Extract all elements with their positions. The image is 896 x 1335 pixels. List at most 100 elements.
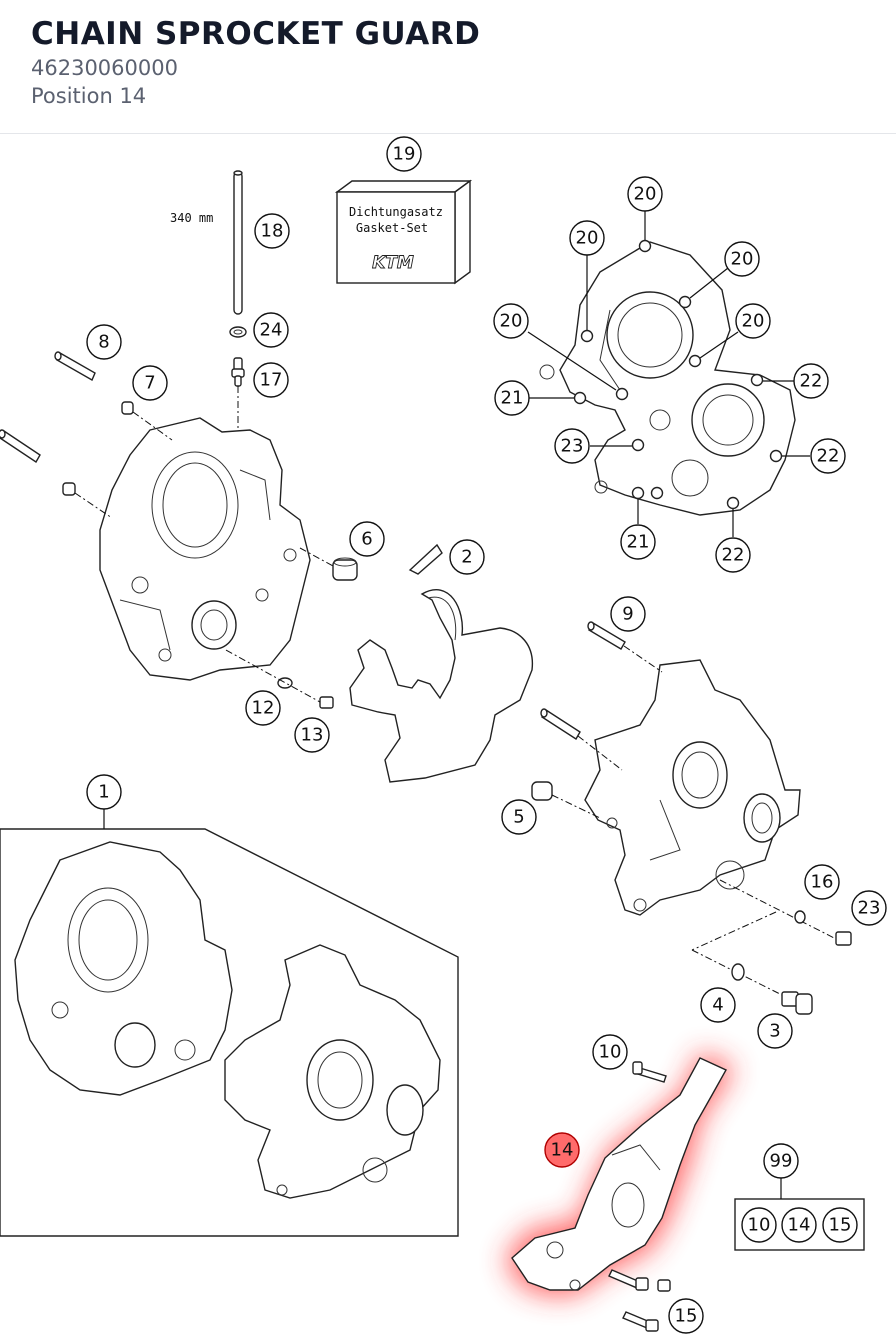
svg-text:16: 16 bbox=[811, 872, 834, 893]
svg-text:10: 10 bbox=[748, 1215, 771, 1236]
callout-15[interactable]: 15 bbox=[668, 1298, 704, 1334]
svg-text:3: 3 bbox=[769, 1021, 780, 1042]
callout-4[interactable]: 4 bbox=[700, 987, 736, 1023]
callout-21-bottom[interactable]: 21 bbox=[620, 524, 656, 560]
crankcase-gasket-2[interactable] bbox=[349, 543, 534, 783]
callout-22-top[interactable]: 22 bbox=[793, 363, 829, 399]
rod-length-label: 340 mm bbox=[170, 211, 213, 225]
svg-text:17: 17 bbox=[260, 370, 283, 391]
callout-19[interactable]: 19 bbox=[386, 136, 422, 172]
svg-text:20: 20 bbox=[500, 311, 523, 332]
svg-text:14: 14 bbox=[551, 1140, 574, 1161]
svg-text:5: 5 bbox=[513, 807, 524, 828]
leader-lines bbox=[103, 211, 810, 1199]
callout-10[interactable]: 10 bbox=[592, 1034, 628, 1070]
bolt-15-upper[interactable] bbox=[608, 1269, 671, 1292]
callout-23-upper[interactable]: 23 bbox=[554, 428, 590, 464]
svg-text:22: 22 bbox=[722, 545, 745, 566]
dowel-pin-9[interactable] bbox=[587, 621, 626, 650]
dowel-sleeve-7[interactable] bbox=[121, 401, 134, 415]
gasket-set-box[interactable]: Dichtungasatz Gasket-Set KTM bbox=[334, 179, 473, 285]
bolt-15-lower[interactable] bbox=[622, 1311, 659, 1332]
callout-7[interactable]: 7 bbox=[132, 365, 168, 401]
washer-4[interactable] bbox=[731, 963, 745, 981]
clamp-part[interactable] bbox=[229, 326, 247, 338]
callout-2[interactable]: 2 bbox=[449, 539, 485, 575]
left-crankcase-half[interactable] bbox=[99, 417, 311, 681]
svg-text:7: 7 bbox=[144, 373, 155, 394]
bolt-13[interactable] bbox=[319, 696, 334, 709]
gasket-box-text-1: Dichtungasatz bbox=[349, 205, 443, 219]
svg-text:15: 15 bbox=[675, 1306, 698, 1327]
callout-23-lower[interactable]: 23 bbox=[851, 890, 887, 926]
callout-13[interactable]: 13 bbox=[294, 717, 330, 753]
callout-20-outer-right[interactable]: 20 bbox=[735, 303, 771, 339]
svg-text:4: 4 bbox=[712, 995, 723, 1016]
svg-text:15: 15 bbox=[829, 1215, 852, 1236]
svg-text:1: 1 bbox=[98, 782, 109, 803]
svg-text:10: 10 bbox=[599, 1042, 622, 1063]
callout-24[interactable]: 24 bbox=[253, 312, 289, 348]
callout-8[interactable]: 8 bbox=[86, 324, 122, 360]
svg-text:9: 9 bbox=[622, 604, 633, 625]
callout-1[interactable]: 1 bbox=[86, 774, 122, 810]
chain-sprocket-guard-14[interactable] bbox=[505, 1052, 735, 1295]
callout-21-left[interactable]: 21 bbox=[494, 380, 530, 416]
screw-plug-23[interactable] bbox=[835, 931, 852, 946]
callout-99[interactable]: 99 bbox=[763, 1143, 799, 1179]
page-title: CHAIN SPROCKET GUARD bbox=[31, 16, 481, 52]
right-crankcase-half-upper[interactable] bbox=[539, 239, 796, 516]
svg-text:19: 19 bbox=[393, 144, 416, 165]
svg-text:13: 13 bbox=[301, 725, 324, 746]
dowel-pin-left-lower[interactable] bbox=[0, 429, 41, 463]
callout-5[interactable]: 5 bbox=[501, 799, 537, 835]
bushing-5[interactable] bbox=[531, 781, 553, 801]
svg-text:21: 21 bbox=[627, 532, 650, 553]
bolt-10[interactable] bbox=[632, 1061, 667, 1083]
ktm-logo: KTM bbox=[372, 253, 414, 273]
kit-callout-10[interactable]: 10 bbox=[741, 1207, 777, 1243]
callout-20-left[interactable]: 20 bbox=[569, 220, 605, 256]
callout-17[interactable]: 17 bbox=[253, 362, 289, 398]
screw-plug-3[interactable] bbox=[781, 991, 813, 1015]
oil-pipe-part[interactable] bbox=[233, 170, 243, 315]
dowel-pin-right-lower[interactable] bbox=[540, 708, 581, 740]
svg-text:12: 12 bbox=[252, 698, 275, 719]
callout-16[interactable]: 16 bbox=[804, 864, 840, 900]
kit-callout-14[interactable]: 14 bbox=[781, 1207, 817, 1243]
callout-9[interactable]: 9 bbox=[610, 596, 646, 632]
callout-3[interactable]: 3 bbox=[757, 1013, 793, 1049]
callout-12[interactable]: 12 bbox=[245, 690, 281, 726]
callout-22-bottom[interactable]: 22 bbox=[715, 537, 751, 573]
callout-14-highlighted[interactable]: 14 bbox=[544, 1132, 580, 1168]
bushing-6[interactable] bbox=[332, 557, 358, 581]
right-crankcase-half[interactable] bbox=[584, 659, 801, 916]
callout-18[interactable]: 18 bbox=[254, 213, 290, 249]
svg-text:6: 6 bbox=[361, 529, 372, 550]
callout-20-right[interactable]: 20 bbox=[724, 241, 760, 277]
svg-text:18: 18 bbox=[261, 221, 284, 242]
crankcase-assembly-box[interactable] bbox=[0, 828, 459, 1237]
nozzle-part[interactable] bbox=[231, 357, 245, 387]
svg-text:8: 8 bbox=[98, 332, 109, 353]
svg-text:20: 20 bbox=[742, 311, 765, 332]
dowel-sleeve-left-lower[interactable] bbox=[62, 482, 76, 496]
svg-text:24: 24 bbox=[260, 320, 283, 341]
washer-16[interactable] bbox=[794, 910, 806, 924]
svg-text:99: 99 bbox=[770, 1151, 793, 1172]
callout-20-outer-left[interactable]: 20 bbox=[493, 303, 529, 339]
svg-text:23: 23 bbox=[561, 436, 584, 457]
dowel-pin-8[interactable] bbox=[54, 351, 96, 381]
callout-20-top[interactable]: 20 bbox=[627, 176, 663, 212]
gasket-box-text-2: Gasket-Set bbox=[356, 221, 428, 235]
callout-22-middle[interactable]: 22 bbox=[810, 438, 846, 474]
exploded-parts-diagram: 340 mm Dichtungasatz Gasket-Set KTM bbox=[0, 136, 887, 1334]
callout-6[interactable]: 6 bbox=[349, 521, 385, 557]
svg-text:21: 21 bbox=[501, 388, 524, 409]
part-number: 46230060000 bbox=[31, 56, 178, 80]
svg-text:20: 20 bbox=[731, 249, 754, 270]
svg-text:22: 22 bbox=[817, 446, 840, 467]
svg-text:22: 22 bbox=[800, 371, 823, 392]
kit-callout-15[interactable]: 15 bbox=[822, 1207, 858, 1243]
svg-text:23: 23 bbox=[858, 898, 881, 919]
